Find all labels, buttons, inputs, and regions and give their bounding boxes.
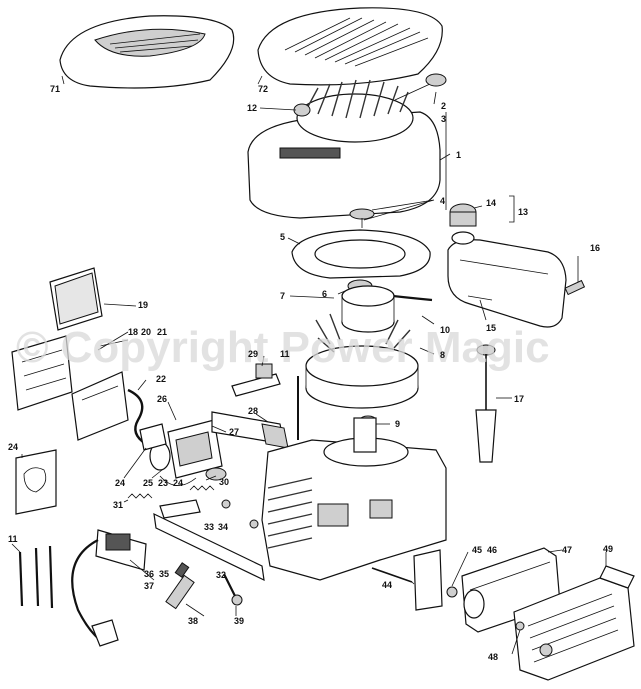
callout-32[interactable]: 32: [216, 570, 226, 580]
callout-48[interactable]: 48: [488, 652, 498, 662]
bolt-part-39[interactable]: [223, 573, 243, 606]
callout-6[interactable]: 6: [322, 289, 327, 299]
stud-part-45[interactable]: [371, 567, 413, 583]
gasket-part-5[interactable]: [291, 229, 431, 279]
fuel-cap-part-14[interactable]: [449, 203, 477, 245]
bracket-part-29[interactable]: [231, 363, 281, 397]
callout-28[interactable]: 28: [248, 406, 258, 416]
callout-23[interactable]: 23: [158, 478, 168, 488]
callout-26[interactable]: 26: [157, 394, 167, 404]
linkage-part-25[interactable]: [159, 475, 197, 486]
starter-cup-part-4[interactable]: [349, 208, 375, 228]
throttle-lever-part-27[interactable]: [159, 499, 201, 519]
callout-19[interactable]: 19: [138, 300, 148, 310]
nut-part-12[interactable]: [293, 103, 311, 117]
ht-lead-part-36[interactable]: [71, 539, 119, 647]
callout-16[interactable]: 16: [590, 243, 600, 253]
screw-part-48[interactable]: [515, 621, 525, 631]
gasket-set-part-24[interactable]: [15, 449, 57, 515]
callout-21[interactable]: 21: [157, 327, 167, 337]
blower-housing-part-1[interactable]: [247, 73, 447, 219]
callout-4[interactable]: 4: [440, 196, 445, 206]
callout-8[interactable]: 8: [440, 350, 445, 360]
air-filter-part-19[interactable]: [49, 267, 103, 331]
callout-11-upper[interactable]: 11: [280, 349, 290, 359]
engine-cover-part-71[interactable]: [59, 15, 235, 89]
callout-9[interactable]: 9: [395, 419, 400, 429]
fitting-part-16[interactable]: [564, 279, 586, 296]
callout-17[interactable]: 17: [514, 394, 524, 404]
ignition-coil-part-35[interactable]: [95, 529, 147, 571]
callout-5[interactable]: 5: [280, 232, 285, 242]
copyright-watermark: © Copyright Power Magic: [16, 323, 550, 372]
callout-71[interactable]: 71: [50, 84, 60, 94]
fuel-tank-part-13[interactable]: [447, 239, 567, 328]
callout-1[interactable]: 1: [456, 150, 461, 160]
spring-part-31[interactable]: [127, 493, 153, 499]
callout-24-mid[interactable]: 24: [115, 478, 125, 488]
callout-24-left[interactable]: 24: [8, 442, 18, 452]
spring-part-30[interactable]: [189, 485, 215, 491]
coil-wires-part-11[interactable]: [18, 545, 54, 609]
callout-45[interactable]: 45: [472, 545, 482, 555]
air-cleaner-cover-part-21[interactable]: [71, 371, 129, 441]
callout-labels: 71 72 2 3 12 1 4 14 13 5 16 19 7 6 10 15…: [8, 84, 613, 662]
bolt-part-18[interactable]: [99, 339, 129, 347]
air-cleaner-base-part-20[interactable]: [11, 335, 73, 411]
spark-plug-part-38[interactable]: [165, 562, 195, 610]
callout-20[interactable]: 20: [141, 327, 151, 337]
callout-12[interactable]: 12: [247, 103, 257, 113]
bolts-part-33-34[interactable]: [221, 499, 259, 529]
callout-38[interactable]: 38: [188, 616, 198, 626]
callout-7[interactable]: 7: [280, 291, 285, 301]
callout-10[interactable]: 10: [440, 325, 450, 335]
callout-18[interactable]: 18: [128, 327, 138, 337]
crankcase-block[interactable]: [261, 417, 447, 581]
callout-30[interactable]: 30: [219, 477, 229, 487]
carburettor-part-23[interactable]: [149, 419, 227, 481]
callout-13[interactable]: 13: [518, 207, 528, 217]
callout-24-right[interactable]: 24: [173, 478, 183, 488]
callout-27[interactable]: 27: [229, 427, 239, 437]
callout-46[interactable]: 46: [487, 545, 497, 555]
callout-72[interactable]: 72: [258, 84, 268, 94]
callout-44[interactable]: 44: [382, 580, 392, 590]
callout-39[interactable]: 39: [234, 616, 244, 626]
callout-47[interactable]: 47: [562, 545, 572, 555]
engine-cover-part-72[interactable]: [257, 7, 443, 86]
dipstick-part-17[interactable]: [475, 344, 497, 463]
callout-2[interactable]: 2: [441, 101, 446, 111]
leader-lines: [11, 75, 607, 655]
gasket-part-24[interactable]: [139, 423, 167, 451]
nut-part-46[interactable]: [446, 586, 458, 598]
callout-25[interactable]: 25: [143, 478, 153, 488]
bolt-part-15[interactable]: [467, 295, 493, 301]
intake-manifold-part-28[interactable]: [211, 411, 289, 449]
flywheel-part-8[interactable]: [305, 285, 419, 409]
callout-34[interactable]: 34: [218, 522, 228, 532]
callout-31[interactable]: 31: [113, 500, 123, 510]
callout-35[interactable]: 35: [159, 569, 169, 579]
callout-14[interactable]: 14: [486, 198, 496, 208]
callout-22[interactable]: 22: [156, 374, 166, 384]
exhaust-gasket-part-44[interactable]: [413, 549, 443, 611]
callout-3[interactable]: 3: [441, 114, 446, 124]
callout-49-upper[interactable]: 49: [603, 544, 613, 554]
callout-33[interactable]: 33: [204, 522, 214, 532]
callout-15[interactable]: 15: [486, 323, 496, 333]
callout-11-lower[interactable]: 11: [8, 534, 18, 544]
callout-29[interactable]: 29: [248, 349, 258, 359]
breather-tube-part-22[interactable]: [127, 388, 147, 446]
callout-36[interactable]: 36: [144, 569, 154, 579]
muffler-guard-part-49[interactable]: [513, 565, 635, 681]
control-bracket[interactable]: [153, 512, 265, 582]
callout-37[interactable]: 37: [144, 581, 154, 591]
